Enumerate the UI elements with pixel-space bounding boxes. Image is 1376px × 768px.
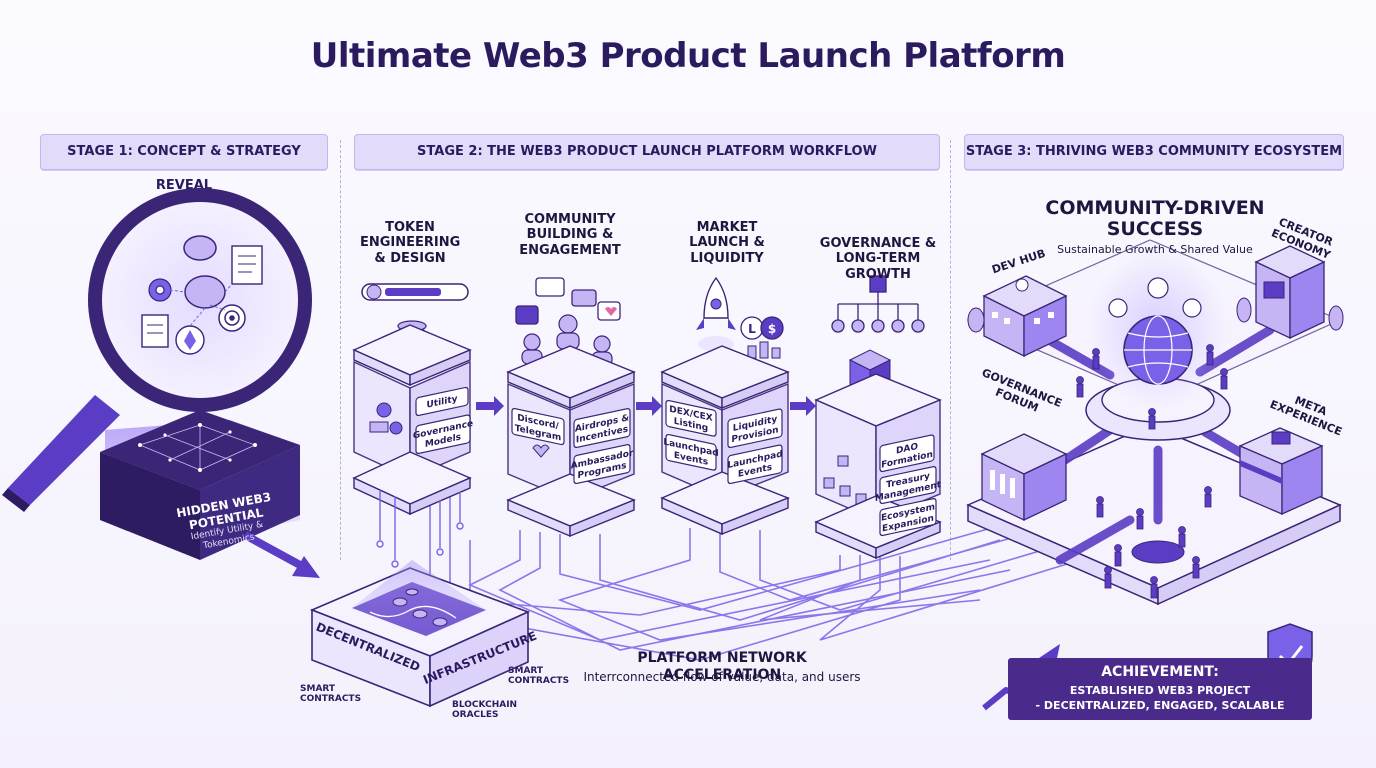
magnifier-icon — [88, 188, 312, 412]
achievement-line-2: - DECENTRALIZED, ENGAGED, SCALABLE — [1035, 699, 1285, 712]
achievement-title: ACHIEVEMENT: — [1101, 664, 1219, 680]
infrastructure-platform — [309, 560, 531, 708]
workflow-title-governance: GOVERNANCE & LONG-TERM GROWTH — [819, 236, 937, 282]
org-chart-icon — [831, 275, 925, 333]
pill-launchpad-left: Launchpad Events — [663, 433, 719, 471]
svg-text:L: L — [748, 322, 756, 336]
brain-icon — [183, 235, 226, 309]
column-governance: DAO Formation Treasury Management Ecosys… — [814, 275, 942, 560]
workflow-title-token: TOKEN ENGINEERING & DESIGN — [360, 220, 461, 266]
svg-text:$: $ — [768, 322, 776, 336]
svg-text:DAO: DAO — [896, 442, 918, 457]
tag-blockchain-oracles: BLOCKCHAIN ORACLES — [452, 700, 518, 721]
pill-ambassador: Ambassador Programs — [571, 444, 634, 485]
gears-icon — [376, 402, 403, 435]
column-community: Discord/ Telegram Airdrops & Incentives … — [506, 277, 636, 538]
governance-forum-building-icon — [980, 433, 1068, 522]
chat-bubbles-icon — [515, 277, 621, 325]
pill-treasury: Treasury Management — [875, 466, 942, 504]
gear-icon — [148, 278, 172, 302]
heart-icon — [532, 444, 550, 458]
meta-experience-building-icon — [1238, 427, 1324, 516]
page-title: Ultimate Web3 Product Launch Platform — [310, 36, 1066, 76]
people-figures-icon — [1076, 344, 1228, 599]
flow-arrow-3-icon — [790, 396, 816, 416]
column-token-engineering: Utility Governance Models — [352, 283, 473, 568]
network-wires — [429, 495, 1081, 661]
contract-icon — [141, 314, 169, 348]
stage-1-label: STAGE 1: CONCEPT & STRATEGY REVEAL — [40, 134, 328, 193]
achievement-line-1: ESTABLISHED WEB3 PROJECT — [1069, 684, 1251, 697]
ecosystem-platform — [966, 239, 1344, 606]
network-subtitle: Interrconnected flow of value, data, and… — [583, 670, 861, 684]
stage-divider-2 — [950, 140, 951, 560]
pill-launchpad-right: Launchpad Events — [727, 444, 783, 485]
arrow-to-infrastructure-icon — [243, 531, 320, 578]
avatar-icons — [1108, 277, 1202, 318]
creator-economy-building-icon — [1236, 245, 1344, 340]
network-title: PLATFORM NETWORK ACCELERATION — [637, 650, 807, 683]
stage-divider-1 — [340, 140, 341, 560]
community-title: COMMUNITY-DRIVEN SUCCESS — [1045, 197, 1265, 241]
flow-arrow-1-icon — [476, 396, 504, 416]
pill-dex-cex: DEX/CEX Listing — [665, 399, 717, 437]
community-subtitle: Sustainable Growth & Shared Value — [1057, 243, 1253, 256]
stage-2-label: STAGE 2: THE WEB3 PRODUCT LAUNCH PLATFOR… — [354, 134, 940, 170]
workflow-title-market: MARKET LAUNCH & LIQUIDITY — [689, 220, 765, 266]
tag-smart-contracts-right: SMART CONTRACTS — [508, 666, 570, 687]
ethereum-icon — [175, 325, 205, 355]
stage-3-label: STAGE 3: THRIVING WEB3 COMMUNITY ECOSYST… — [964, 134, 1344, 170]
currency-coins-icon: L $ — [740, 316, 784, 359]
magnifier-handle-icon — [2, 395, 120, 512]
pill-airdrops: Airdrops & Incentives — [573, 408, 631, 449]
tag-smart-contracts-left: SMART CONTRACTS — [300, 684, 362, 705]
document-icon — [231, 245, 263, 285]
achievement-banner: ACHIEVEMENT: ESTABLISHED WEB3 PROJECT - … — [1008, 658, 1312, 720]
rocket-icon — [696, 276, 736, 352]
pill-utility: Utility — [415, 386, 469, 417]
pill-liquidity: Liquidity Provision — [727, 408, 783, 449]
workflow-title-community: COMMUNITY BUILDING & ENGAGEMENT — [519, 212, 621, 258]
target-icon — [218, 304, 246, 332]
flow-arrow-2-icon — [636, 396, 662, 416]
pill-governance-models: Governance Models — [413, 414, 473, 455]
dev-hub-building-icon — [967, 275, 1068, 358]
column-market: L $ DEX/CEX Listing Launchpad Events Liq… — [660, 276, 790, 536]
globe-icon — [1123, 315, 1193, 385]
stage1-illustration — [2, 188, 320, 578]
hierarchy-icon — [823, 455, 867, 505]
